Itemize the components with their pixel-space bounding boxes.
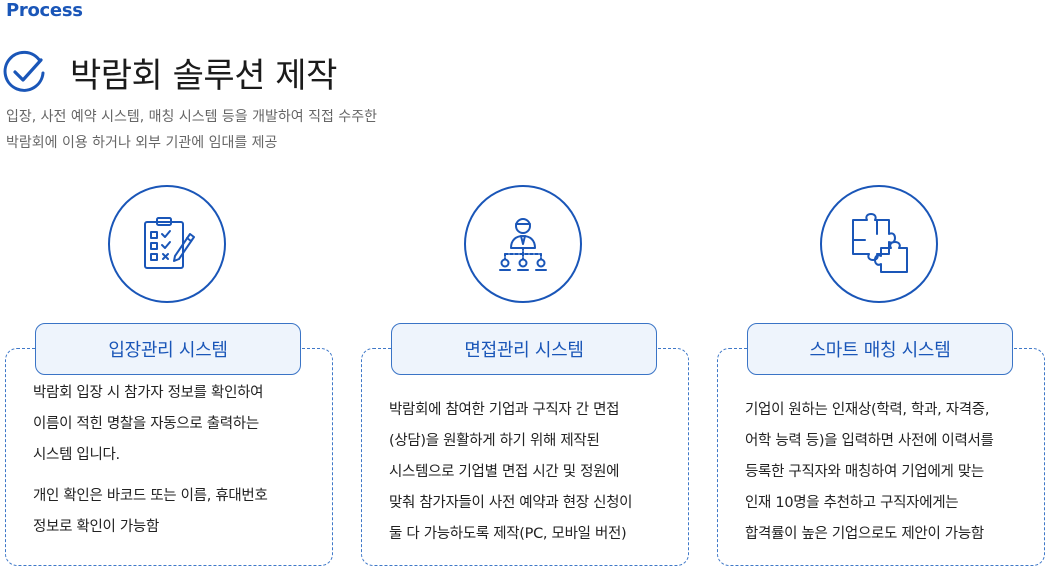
circle-check-icon (3, 50, 45, 92)
card-interview-management: 면접관리 시스템 박람회에 참여한 기업과 구직자 간 면접 (상담)을 원활하… (361, 182, 691, 568)
card-paragraph: 박람회에 참여한 기업과 구직자 간 면접 (상담)을 원활하게 하기 위해 제… (389, 395, 669, 550)
card-line: 박람회에 참여한 기업과 구직자 간 면접 (389, 402, 620, 418)
card-entry-management: 입장관리 시스템 박람회 입장 시 참가자 정보를 확인하여 이름이 적힌 명찰… (5, 182, 335, 568)
card-line: 이름이 적힌 명찰을 자동으로 출력하는 (33, 416, 259, 432)
card-smart-matching: 스마트 매칭 시스템 기업이 원하는 인재상(학력, 학과, 자격증, 어학 능… (717, 182, 1046, 568)
puzzle-icon (852, 213, 908, 273)
card-line: (상담)을 원활하게 하기 위해 제작된 (389, 433, 600, 449)
card-paragraph: 기업이 원하는 인재상(학력, 학과, 자격증, 어학 능력 등)을 입력하면 … (745, 395, 1025, 550)
card-paragraph: 개인 확인은 바코드 또는 이름, 휴대번호 정보로 확인이 가능함 (33, 481, 313, 543)
card-line: 시스템으로 기업별 면접 시간 및 정원에 (389, 464, 620, 480)
card-icon-circle (108, 185, 226, 303)
card-body: 박람회 입장 시 참가자 정보를 확인하여 이름이 적힌 명찰을 자동으로 출력… (33, 378, 313, 553)
card-line: 합격률이 높은 기업으로도 제안이 가능함 (745, 526, 984, 542)
card-label: 면접관리 시스템 (391, 323, 657, 375)
page-title: 박람회 솔루션 제작 (70, 56, 337, 96)
clipboard-checklist-icon (144, 217, 195, 269)
card-line: 맞춰 참가자들이 사전 예약과 현장 신청이 (389, 495, 633, 511)
card-line: 어학 능력 등)을 입력하면 사전에 이력서를 (745, 433, 994, 449)
card-icon-circle (820, 185, 938, 303)
card-line: 정보로 확인이 가능함 (33, 519, 159, 535)
card-line: 기업이 원하는 인재상(학력, 학과, 자격증, (745, 402, 990, 418)
card-paragraph: 박람회 입장 시 참가자 정보를 확인하여 이름이 적힌 명찰을 자동으로 출력… (33, 378, 313, 471)
card-line: 등록한 구직자와 매칭하여 기업에게 맞는 (745, 464, 984, 480)
page-description: 입장, 사전 예약 시스템, 매칭 시스템 등을 개발하여 직접 수주한 박람회… (6, 104, 377, 156)
title-row: 박람회 솔루션 제작 (0, 48, 337, 97)
person-network-icon (499, 218, 547, 271)
card-label: 입장관리 시스템 (35, 323, 301, 375)
description-line: 박람회에 이용 하거나 외부 기관에 임대를 제공 (6, 135, 278, 151)
card-line: 인재 10명을 추천하고 구직자에게는 (745, 495, 959, 511)
section-eyebrow: Process (6, 0, 83, 21)
card-line: 시스템 입니다. (33, 447, 120, 463)
card-icon-circle (464, 185, 582, 303)
card-label: 스마트 매칭 시스템 (747, 323, 1013, 375)
card-line: 박람회 입장 시 참가자 정보를 확인하여 (33, 385, 264, 401)
description-line: 입장, 사전 예약 시스템, 매칭 시스템 등을 개발하여 직접 수주한 (6, 109, 377, 125)
card-line: 둘 다 가능하도록 제작(PC, 모바일 버전) (389, 526, 627, 542)
card-body: 기업이 원하는 인재상(학력, 학과, 자격증, 어학 능력 등)을 입력하면 … (745, 395, 1025, 560)
card-line: 개인 확인은 바코드 또는 이름, 휴대번호 (33, 488, 268, 504)
card-body: 박람회에 참여한 기업과 구직자 간 면접 (상담)을 원활하게 하기 위해 제… (389, 395, 669, 560)
